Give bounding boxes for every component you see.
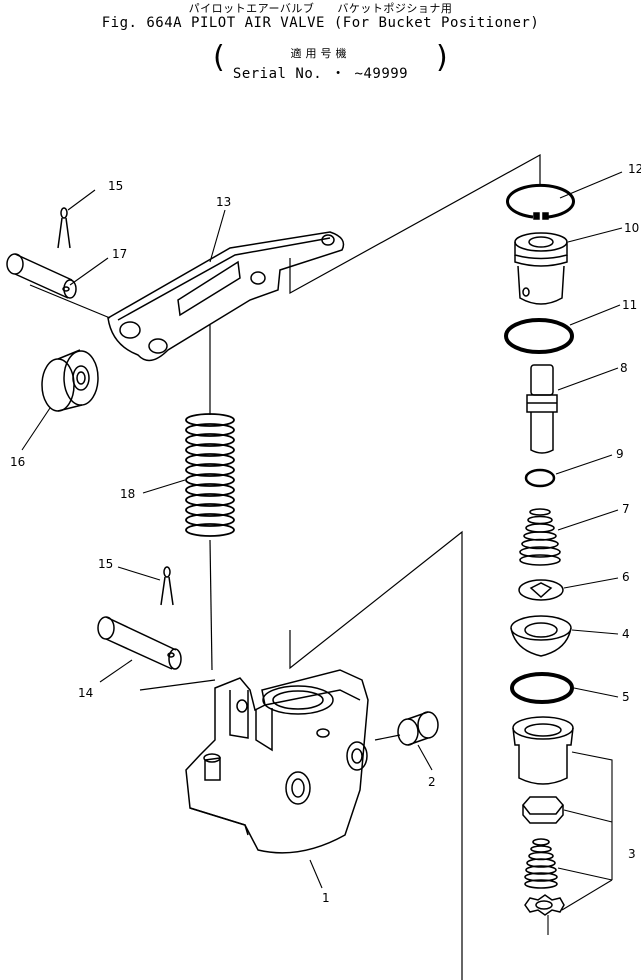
part-7-spring — [519, 508, 561, 566]
part-15-cotter-pin-bottom — [160, 566, 174, 606]
callout-16: 16 — [10, 455, 25, 469]
callout-5: 5 — [622, 690, 630, 704]
part-9-small-o-ring — [524, 468, 556, 488]
part-3-nut — [522, 796, 564, 824]
part-3-cap — [512, 716, 574, 785]
part-10-plug — [514, 232, 568, 305]
part-16-roller — [41, 349, 99, 412]
serial-label-jp: 適用号機 — [290, 47, 351, 60]
callout-15-bottom: 15 — [98, 557, 113, 571]
figure-title: Fig. 664A PILOT AIR VALVE (For Bucket Po… — [101, 15, 540, 31]
part-14-pin — [97, 616, 182, 670]
part-18-main-spring — [185, 413, 235, 537]
part-3-spring — [524, 838, 558, 889]
callout-4: 4 — [622, 627, 630, 641]
callout-14: 14 — [78, 686, 93, 700]
callout-8: 8 — [620, 361, 628, 375]
part-2-bushing — [397, 711, 439, 746]
callout-9: 9 — [616, 447, 624, 461]
part-11-o-ring — [504, 318, 574, 354]
serial-range: Serial No. ・ ~49999 — [232, 66, 409, 82]
assembly-guide-lines — [29, 153, 541, 980]
callout-6: 6 — [622, 570, 630, 584]
part-6-valve-seat — [518, 579, 564, 601]
callout-11: 11 — [622, 298, 637, 312]
callout-12: 12 — [628, 162, 641, 176]
callout-13: 13 — [216, 195, 231, 209]
part-15-cotter-pin-top — [57, 207, 71, 249]
part-8-valve-stem — [526, 364, 558, 454]
callout-15-top: 15 — [108, 179, 123, 193]
left-paren: ( — [213, 40, 225, 75]
callout-3: 3 — [628, 847, 636, 861]
callout-1: 1 — [322, 891, 330, 905]
part-4-retainer — [510, 615, 572, 657]
callout-17: 17 — [112, 247, 127, 261]
callout-18: 18 — [120, 487, 135, 501]
part-13-lever — [107, 231, 345, 362]
callout-2: 2 — [428, 775, 436, 789]
part-3-washer — [524, 894, 565, 916]
part-17-pin — [6, 253, 77, 299]
part-5-o-ring — [510, 672, 574, 704]
part-1-valve-body — [185, 669, 369, 854]
callout-labels: 12 10 11 8 9 7 6 4 5 3 2 1 14 15 15 17 1… — [10, 162, 641, 905]
part-12-snap-ring — [506, 183, 575, 220]
japanese-title: パイロットエアーバルブ バケットポジショナ用 — [188, 2, 453, 15]
callout-10: 10 — [624, 221, 639, 235]
right-paren: ) — [436, 40, 448, 75]
leader-lines — [21, 171, 623, 935]
callout-7: 7 — [622, 502, 630, 516]
